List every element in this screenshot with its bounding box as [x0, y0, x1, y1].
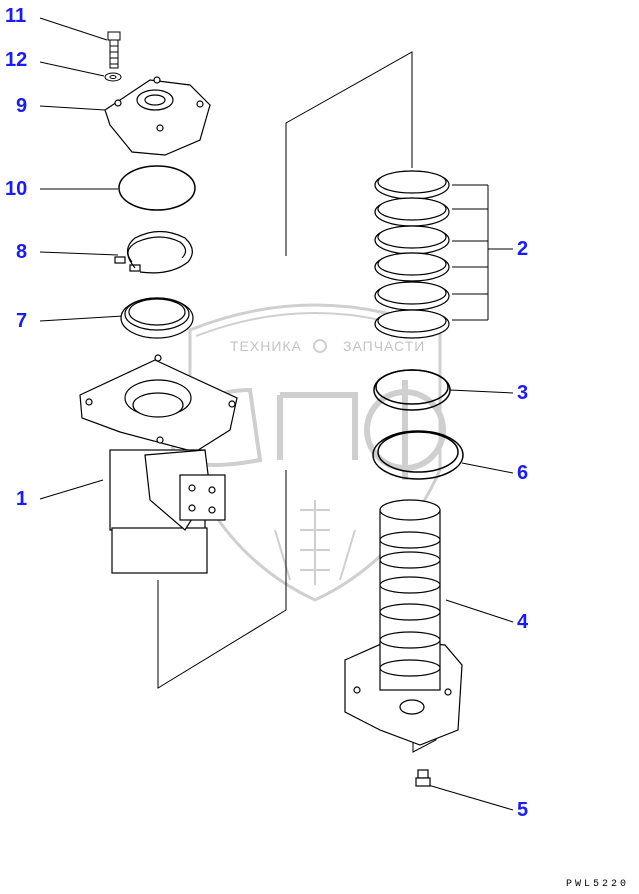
o-ring-part — [118, 165, 196, 211]
watermark-text-2: ЗАПЧАСТИ — [343, 338, 426, 354]
callout-9: 9 — [16, 95, 28, 117]
callout-12: 12 — [5, 49, 28, 71]
ring-6-part — [372, 430, 464, 480]
callout-8: 8 — [16, 241, 28, 263]
callout-2: 2 — [517, 238, 529, 260]
drawing-code: PWL5220 — [565, 879, 629, 890]
body-part — [79, 354, 238, 574]
grease-fitting-part — [415, 769, 431, 787]
washer-part — [104, 72, 122, 82]
ring-3-part — [373, 369, 451, 411]
washer-hole — [109, 75, 117, 79]
watermark-text-1: ТЕХНИКА — [230, 338, 302, 354]
rings-stack-part — [374, 170, 450, 339]
wheat-icon — [274, 500, 356, 585]
cover-part — [104, 76, 211, 156]
shaft-part — [344, 499, 463, 746]
snap-ring-part — [114, 230, 193, 274]
callout-7: 7 — [16, 310, 28, 332]
bolt-part — [107, 31, 121, 69]
callout-4: 4 — [517, 611, 529, 633]
callout-1: 1 — [16, 488, 28, 510]
callout-6: 6 — [517, 462, 529, 484]
callout-10: 10 — [5, 178, 28, 200]
gear-icon — [313, 339, 327, 353]
callout-5: 5 — [517, 799, 529, 821]
callout-3: 3 — [517, 382, 529, 404]
seal-part — [120, 297, 194, 339]
leader-lines — [39, 17, 514, 811]
callout-11: 11 — [5, 5, 27, 27]
